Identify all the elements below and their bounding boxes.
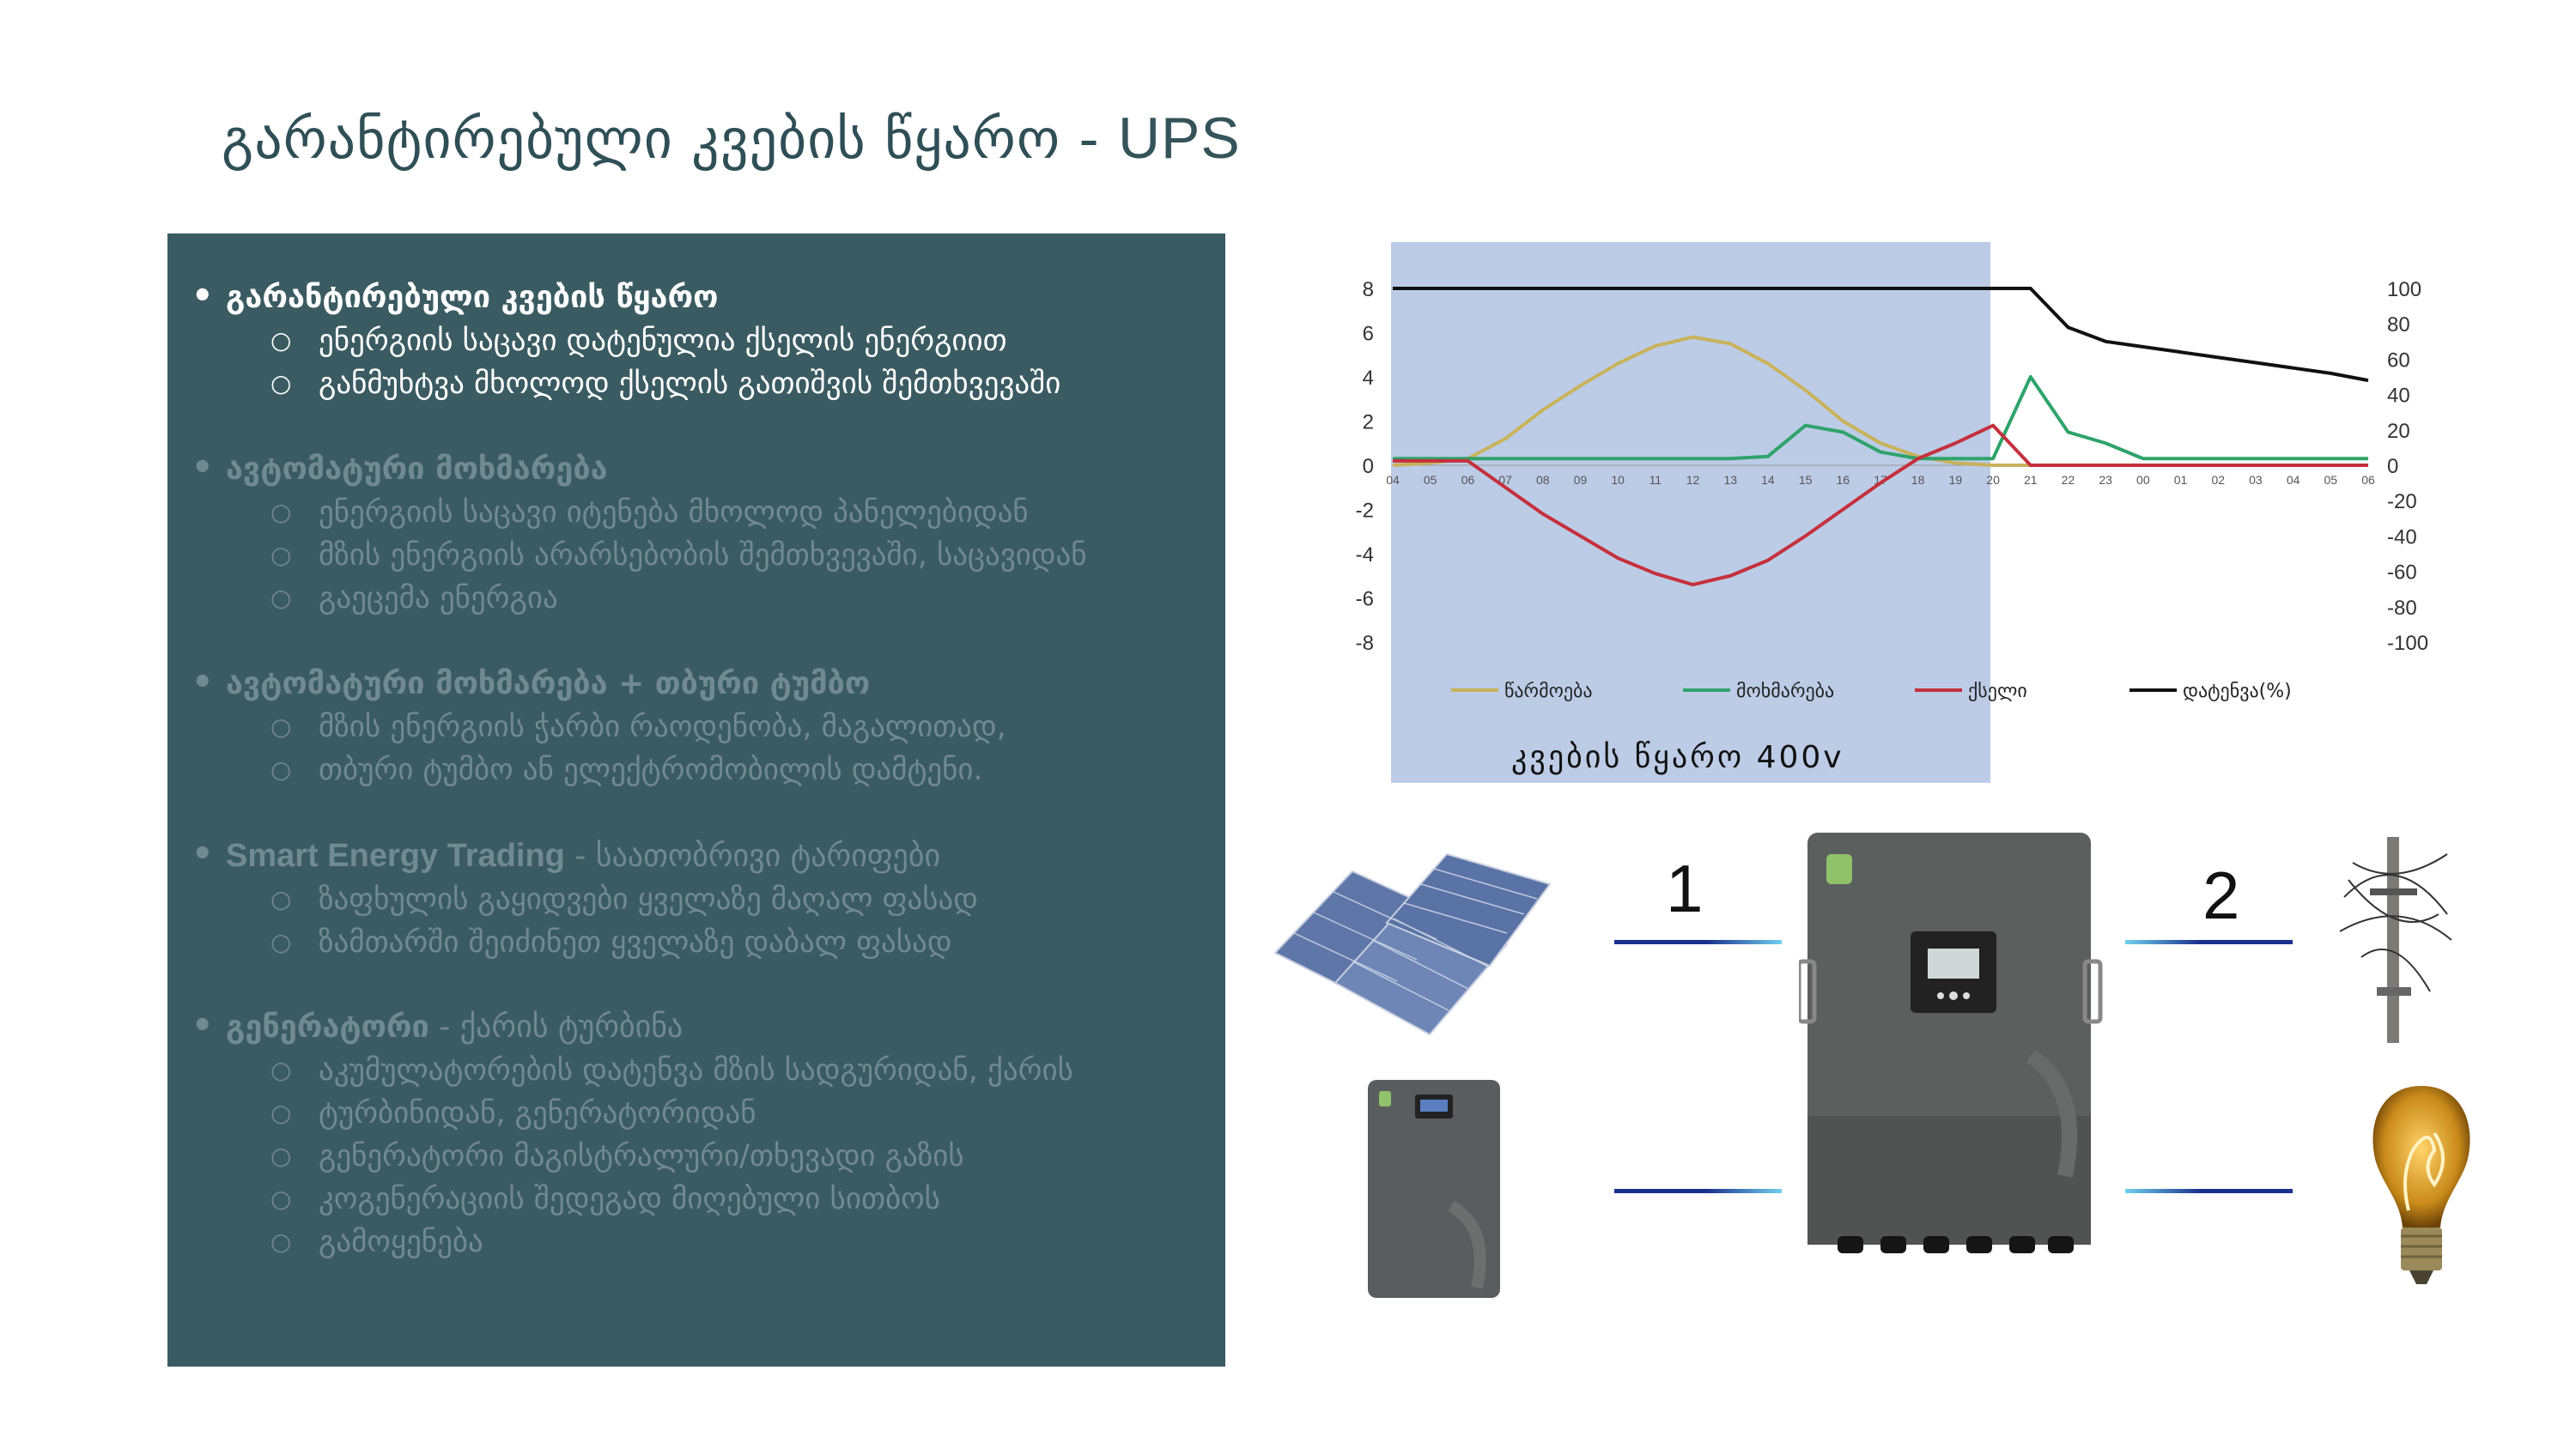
page-title: გარანტირებული კვების წყარო - UPS bbox=[222, 106, 1241, 172]
legend-label: წარმოება bbox=[1504, 681, 1593, 702]
y-left-tick-label: 0 bbox=[1363, 455, 1374, 478]
power-pole-image bbox=[2339, 837, 2452, 1043]
section-item: მზის ენერგიის არარსებობის შემთხვევაში, ს… bbox=[191, 534, 1208, 577]
x-tick-label: 04 bbox=[2287, 473, 2300, 487]
x-tick-label: 06 bbox=[2361, 473, 2375, 487]
x-tick-label: 14 bbox=[1761, 473, 1775, 487]
section-item: გენერატორი მაგისტრალური/თხევადი გაზის bbox=[191, 1135, 1208, 1178]
chart-caption: კვების წყარო 400v bbox=[1511, 740, 1844, 775]
features-panel: გარანტირებული კვების წყარო ენერგიის საცა… bbox=[167, 233, 1225, 1367]
y-right-tick-label: 60 bbox=[2387, 349, 2410, 372]
y-right-tick-label: 40 bbox=[2387, 385, 2410, 408]
inverter-image bbox=[1799, 833, 2103, 1253]
section-item: აკუმულატორების დატენვა მზის სადგურიდან, … bbox=[191, 1049, 1208, 1092]
section-guaranteed: გარანტირებული კვების წყარო ენერგიის საცა… bbox=[191, 275, 1208, 405]
x-tick-label: 05 bbox=[2324, 473, 2338, 487]
x-tick-label: 21 bbox=[2024, 473, 2038, 487]
chart-highlight-area bbox=[1391, 242, 1990, 783]
x-tick-label: 09 bbox=[1574, 473, 1588, 487]
section-heading: Smart Energy Trading - საათობრივი ტარიფე… bbox=[191, 833, 1208, 878]
section-heading: გენერატორი - ქარის ტურბინა bbox=[191, 1004, 1208, 1049]
x-tick-label: 05 bbox=[1424, 473, 1437, 487]
connection-label-1: 1 bbox=[1666, 851, 1704, 926]
y-right-tick-label: 20 bbox=[2387, 420, 2410, 443]
y-right-tick-label: -40 bbox=[2387, 525, 2417, 549]
y-left-tick-label: 4 bbox=[1363, 367, 1374, 390]
x-tick-label: 08 bbox=[1536, 473, 1550, 487]
series-line-1 bbox=[1393, 375, 2368, 461]
y-left-tick-label: -6 bbox=[1356, 588, 1374, 611]
connection-line-grid bbox=[2125, 940, 2293, 944]
light-bulb-image bbox=[2372, 1086, 2470, 1284]
section-item: მზის ენერგიის ჭარბი რაოდენობა, მაგალითად… bbox=[191, 706, 1208, 749]
y-left-tick-label: -2 bbox=[1356, 500, 1374, 523]
x-tick-label: 12 bbox=[1686, 473, 1700, 487]
section-item-continued: თბური ტუმბო ან ელექტრომობილის დამტენი. bbox=[191, 749, 1208, 791]
series-line-2 bbox=[1393, 423, 2368, 587]
connection-line-pv bbox=[1614, 940, 1782, 944]
section-item: ზაფხულის გაყიდვები ყველაზე მაღალ ფასად bbox=[191, 878, 1208, 921]
section-generator: გენერატორი - ქარის ტურბინა აკუმულატორები… bbox=[191, 1004, 1208, 1264]
solar-panels-image bbox=[1273, 852, 1552, 1036]
legend-label: მოხმარება bbox=[1736, 681, 1834, 702]
x-tick-label: 20 bbox=[1986, 473, 2000, 487]
y-right-tick-label: 0 bbox=[2387, 455, 2398, 478]
legend-label: ქსელი bbox=[1968, 681, 2027, 702]
y-left-tick-label: -4 bbox=[1356, 543, 1374, 567]
x-tick-label: 13 bbox=[1723, 473, 1737, 487]
connection-line-load bbox=[2125, 1189, 2293, 1193]
section-item-continued: გაეცემა ენერგია bbox=[191, 577, 1208, 620]
section-item: ენერგიის საცავი იტენება მხოლოდ პანელებიდ… bbox=[191, 491, 1208, 534]
section-item-continued: ტურბინიდან, გენერატორიდან bbox=[191, 1092, 1208, 1135]
x-tick-label: 19 bbox=[1949, 473, 1963, 487]
y-left-tick-label: 2 bbox=[1363, 411, 1374, 434]
section-heading: ავტომატური მოხმარება + თბური ტუმბო bbox=[191, 661, 1208, 706]
y-right-tick-label: 80 bbox=[2387, 313, 2410, 336]
y-right-tick-label: 100 bbox=[2387, 278, 2421, 301]
x-tick-label: 10 bbox=[1611, 473, 1625, 487]
y-left-tick-label: -8 bbox=[1356, 632, 1374, 655]
section-item: განმუხტვა მხოლოდ ქსელის გათიშვის შემთხვე… bbox=[191, 362, 1208, 405]
series-line-3 bbox=[1393, 287, 2369, 383]
section-heat-pump: ავტომატური მოხმარება + თბური ტუმბო მზის … bbox=[191, 661, 1208, 791]
section-item: ზამთარში შეიძინეთ ყველაზე დაბალ ფასად bbox=[191, 921, 1208, 964]
x-tick-label: 06 bbox=[1461, 473, 1475, 487]
x-tick-label: 02 bbox=[2211, 473, 2225, 487]
chart-svg: 86420-2-4-6-8100806040200-20-40-60-80-10… bbox=[1356, 278, 2428, 702]
x-tick-label: 22 bbox=[2062, 473, 2075, 487]
y-right-tick-label: -60 bbox=[2387, 561, 2417, 585]
x-tick-label: 15 bbox=[1799, 473, 1813, 487]
section-smart-trading: Smart Energy Trading - საათობრივი ტარიფე… bbox=[191, 833, 1208, 964]
connection-line-battery bbox=[1614, 1189, 1782, 1193]
legend-label: დატენვა(%) bbox=[2183, 681, 2292, 702]
battery-unit-image bbox=[1368, 1080, 1500, 1298]
y-right-tick-label: -100 bbox=[2387, 632, 2428, 655]
y-left-tick-label: 6 bbox=[1363, 323, 1374, 346]
section-item: კოგენერაციის შედეგად მიღებული სითბოს bbox=[191, 1178, 1208, 1221]
x-tick-label: 18 bbox=[1911, 473, 1925, 487]
x-tick-label: 01 bbox=[2174, 473, 2188, 487]
section-heading: ავტომატური მოხმარება bbox=[191, 446, 1208, 491]
x-tick-label: 04 bbox=[1386, 473, 1400, 487]
y-left-tick-label: 8 bbox=[1363, 278, 1374, 301]
x-tick-label: 16 bbox=[1837, 473, 1850, 487]
x-tick-label: 23 bbox=[2099, 473, 2112, 487]
y-right-tick-label: -20 bbox=[2387, 490, 2417, 513]
section-heading: გარანტირებული კვების წყარო bbox=[191, 275, 1208, 319]
y-right-tick-label: -80 bbox=[2387, 597, 2417, 620]
section-item: ენერგიის საცავი დატენულია ქსელის ენერგიი… bbox=[191, 319, 1208, 362]
x-tick-label: 00 bbox=[2136, 473, 2150, 487]
x-tick-label: 11 bbox=[1649, 473, 1662, 487]
x-tick-label: 03 bbox=[2249, 473, 2263, 487]
section-auto-consumption: ავტომატური მოხმარება ენერგიის საცავი იტე… bbox=[191, 446, 1208, 620]
connection-label-2: 2 bbox=[2202, 858, 2240, 933]
section-item-continued: გამოყენება bbox=[191, 1221, 1208, 1264]
